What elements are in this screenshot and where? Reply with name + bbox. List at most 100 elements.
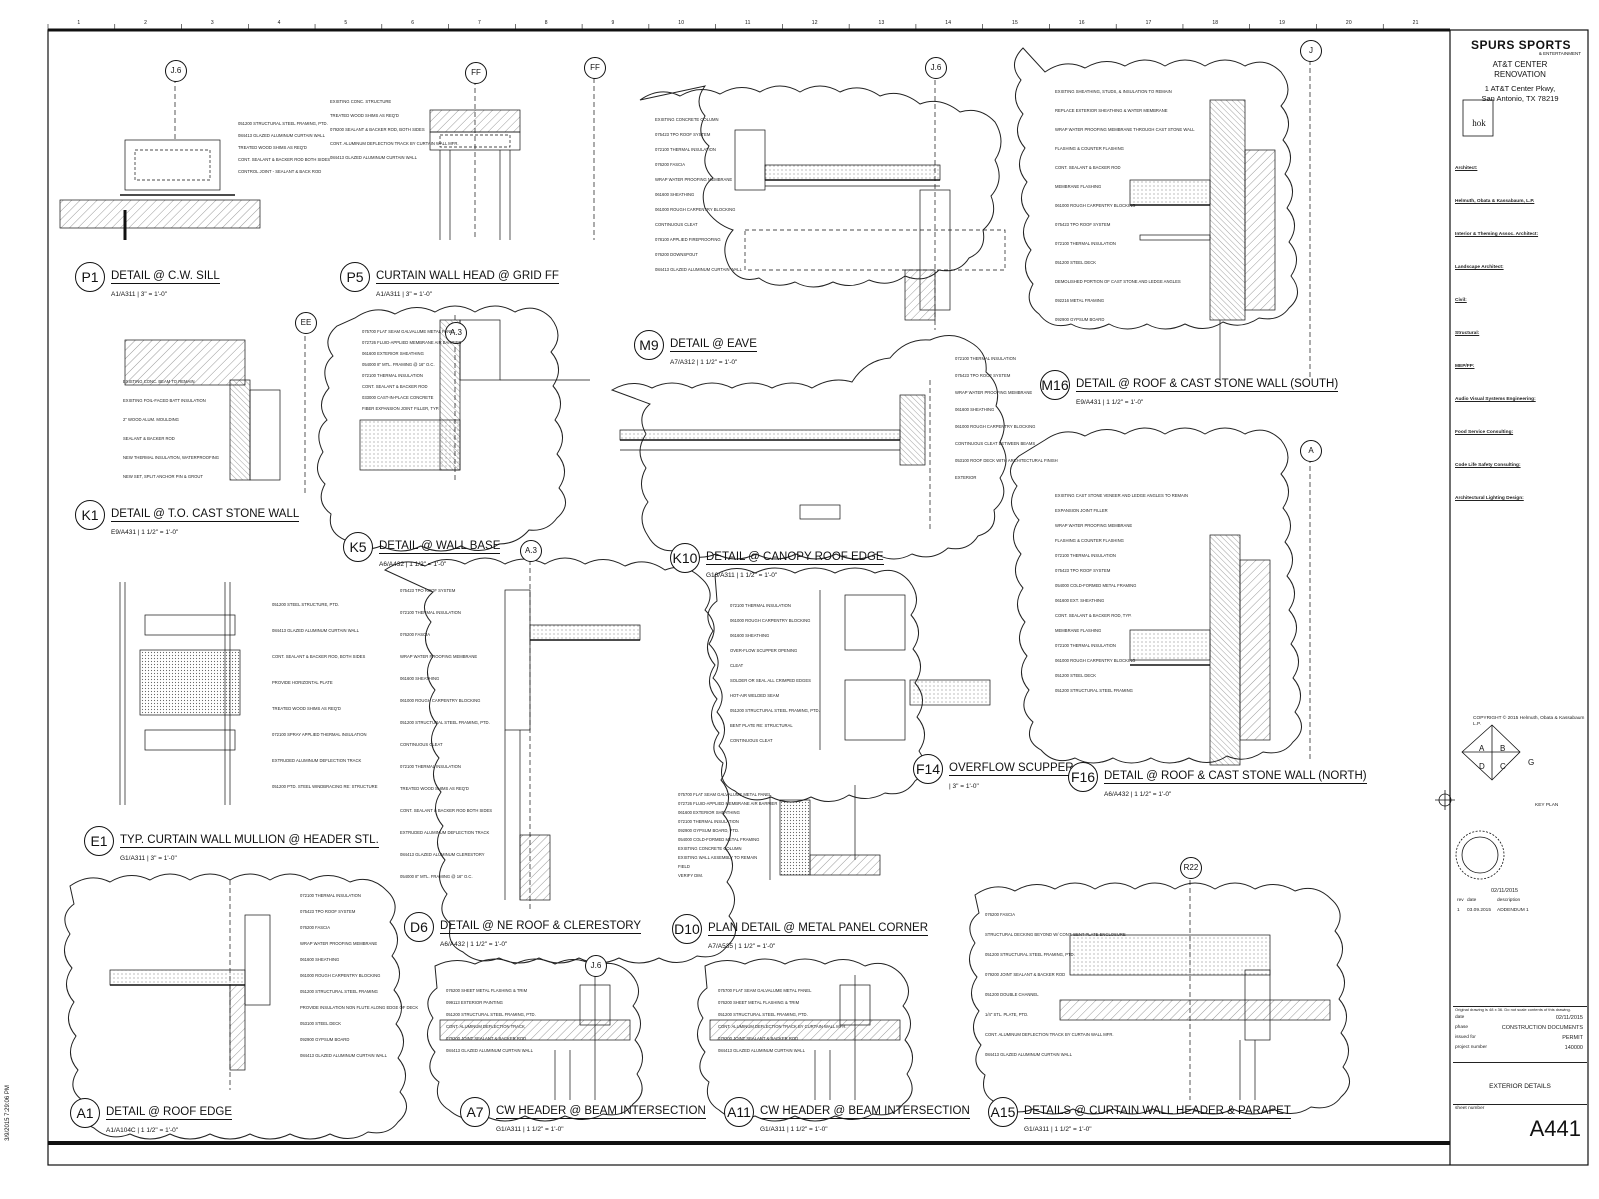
callout-note: 072100 THERMAL INSULATION [730,603,791,608]
key-plan: A B D C G [1453,720,1587,800]
callout-note: 072726 FLUID-APPLIED MEMBRANE AIR BARRIE… [678,801,778,806]
detail-ref: E9/A431 | 1 1/2" = 1'-0" [1076,399,1144,406]
callout-note: WRAP WATER PROOFING MEMBRANE [400,654,478,659]
callout-note: 079200 JOINT SEALANT & BACKER ROD [446,1036,527,1041]
callout-note: CONTINUOUS CLEAT [730,738,773,743]
callout-note: 1/4" STL. PLATE, PTD. [985,1012,1029,1017]
callout-note: 072100 THERMAL INSULATION [955,356,1016,361]
callout-note: 076200 DOWNSPOUT [655,252,698,257]
callout-note: MEMBRANE FLASHING [1055,184,1102,189]
address-2: San Antonio, TX 78219 [1481,94,1559,103]
consultant-entry: Audio Visual Systems Engineering: [1455,397,1536,402]
client-logo-sub: & ENTERTAINMENT [1538,51,1581,56]
grid-number: 2 [144,20,148,26]
callout-note: 075423 TPO ROOF SYSTEM [655,132,711,137]
callout-note: 051200 DOUBLE CHANNEL [985,992,1039,997]
callout-note: OVER-FLOW SCUPPER OPENING [730,648,798,653]
detail-ref: G1/A311 | 1 1/2" = 1'-0" [496,1126,564,1133]
detail-name: DETAIL @ C.W. SILL [111,270,220,284]
callout-note: 076200 FASCIA [655,162,686,167]
info-value: CONSTRUCTION DOCUMENTS [1501,1025,1583,1031]
callout-note: 061600 SHEATHING [955,407,995,412]
notes-f16: EXISTING CAST STONE VENEER AND LEDGE ANG… [1055,488,1188,698]
key-plan-a: A [1479,744,1485,753]
grid-number: 17 [1145,20,1152,26]
detail-ref: G1/A311 | 1 1/2" = 1'-0" [760,1126,828,1133]
detail-title-d6: D6 DETAIL @ NE ROOF & CLERESTORY A6/A432 … [404,912,642,948]
callout-note: 061600 SHEATHING [655,192,695,197]
callout-note: CONT. SEALANT & BACKER ROD, TYP. [1055,613,1132,618]
detail-number: A1 [70,1098,100,1128]
callout-note: CONT. SEALANT & BACKER ROD, BOTH SIDES [272,654,366,659]
callout-note: 078100 APPLIED FIREPROOFING [655,237,721,242]
callout-note: 061600 EXTERIOR SHEATHING [362,351,424,356]
callout-note: 075700 FLAT SEAM GALVALUME METAL PANEL [678,792,772,797]
grid-bubble: EE [295,312,317,334]
callout-note: 084413 GLAZED ALUMINUM CLERESTORY [400,852,485,857]
callout-note: 072100 THERMAL INSULATION [655,147,716,152]
callout-note: FLASHING & COUNTER FLASHING [1055,146,1124,151]
callout-note: 072100 THERMAL INSULATION [400,610,461,615]
consultant-entry: Food Service Consulting: [1455,430,1514,435]
callout-note: 033000 CAST-IN-PLACE CONCRETE [362,395,434,400]
callout-note: 076200 SHEET METAL FLASHING & TRIM [446,988,528,993]
info-label: phase [1455,1025,1469,1030]
detail-name: DETAIL @ NE ROOF & CLERESTORY [440,920,642,934]
callout-note: WRAP WATER PROOFING MEMBRANE [955,390,1033,395]
callout-note: EXTERIOR [955,475,977,480]
sheet-title: EXTERIOR DETAILS [1489,1083,1551,1090]
client-logo: SPURS SPORTS & ENTERTAINMENT [1461,38,1581,56]
project-name-2: RENOVATION [1494,70,1546,79]
callout-note: 051200 STRUCTURAL STEEL FRAMING, PTD. [730,708,820,713]
callout-note: 099113 EXTERIOR PAINTING [446,1000,503,1005]
callout-note: 051200 PTD. STEEL WINDBRACING RE: STRUCT… [272,784,378,789]
detail-name: CW HEADER @ BEAM INTERSECTION [496,1105,706,1119]
callout-note: CONT. SEALANT & BACKER ROD BOTH SIDES [238,157,331,162]
rev-desc: ADDENDUM 1 [1497,908,1529,913]
callout-note: CLEAT [730,663,744,668]
callout-note: 076200 FASCIA [400,632,431,637]
callout-note: 076200 FASCIA [300,925,331,930]
callout-note: CONT. SEALANT & BACKER ROD [1055,165,1121,170]
detail-number: D6 [404,912,434,942]
callout-note: 076200 SHEET METAL FLASHING & TRIM [718,1000,800,1005]
grid-number: 8 [544,20,548,26]
callout-note: 084413 GLAZED ALUMINUM CURTAIN WALL [238,133,325,138]
scale-note: Original drawing is 48 x 36. Do not scal… [1455,1007,1571,1012]
detail-number: P1 [75,262,105,292]
callout-note: 053100 ROOF DECK WITH ARCHITECTURAL FINI… [955,458,1058,463]
callout-note: 076200 FASCIA [985,912,1016,917]
detail-number: P5 [340,262,370,292]
grid-bubble: A.3 [520,540,542,562]
grid-bubble: FF [584,57,606,79]
callout-note: 054000 8" MTL. FRAMING @ 16" O.C. [400,874,473,879]
callout-note: CONT. ALUMINUM DEFLECTION TRACK [446,1024,525,1029]
detail-ref: A6/A432 | 1 1/2" = 1'-0" [440,941,508,948]
callout-note: CONT. ALUMINUM DEFLECTION TRACK BY CURTA… [330,141,459,146]
detail-number: F14 [913,754,943,784]
callout-note: 061600 EXTERIOR SHEATHING [678,810,740,815]
callout-note: 072100 THERMAL INSULATION [362,373,423,378]
callout-note: 061600 SHEATHING [400,676,440,681]
callout-note: NEW SET, SPLIT ANCHOR PIN & GROUT [123,474,203,479]
detail-name: TYP. CURTAIN WALL MULLION @ HEADER STL. [120,834,379,848]
callout-note: EXISTING CONCRETE COLUMN [655,117,719,122]
title-block: SPURS SPORTS & ENTERTAINMENT AT&T CENTER… [1453,30,1587,1165]
detail-ref: G1/A311 | 3" = 1'-0" [120,855,177,862]
callout-note: EXISTING WALL ASSEMBLY TO REMAIN [678,855,758,860]
grid-number: 9 [611,20,615,26]
copyright: COPYRIGHT © 2015 Helmuth, Obata & Kassab… [1473,716,1585,727]
callout-note: WRAP WATER PROOFING MEMBRANE [1055,523,1133,528]
notes-m9: EXISTING CONCRETE COLUMN 075423 TPO ROOF … [655,112,742,277]
callout-note: SOLDER OR SEAL ALL CRIMPED EDGES [730,678,811,683]
callout-note: REPLACE EXTERIOR SHEATHING & WATER MEMBR… [1055,108,1168,113]
consultant-entry: Code Life Safety Consulting: [1455,463,1521,468]
